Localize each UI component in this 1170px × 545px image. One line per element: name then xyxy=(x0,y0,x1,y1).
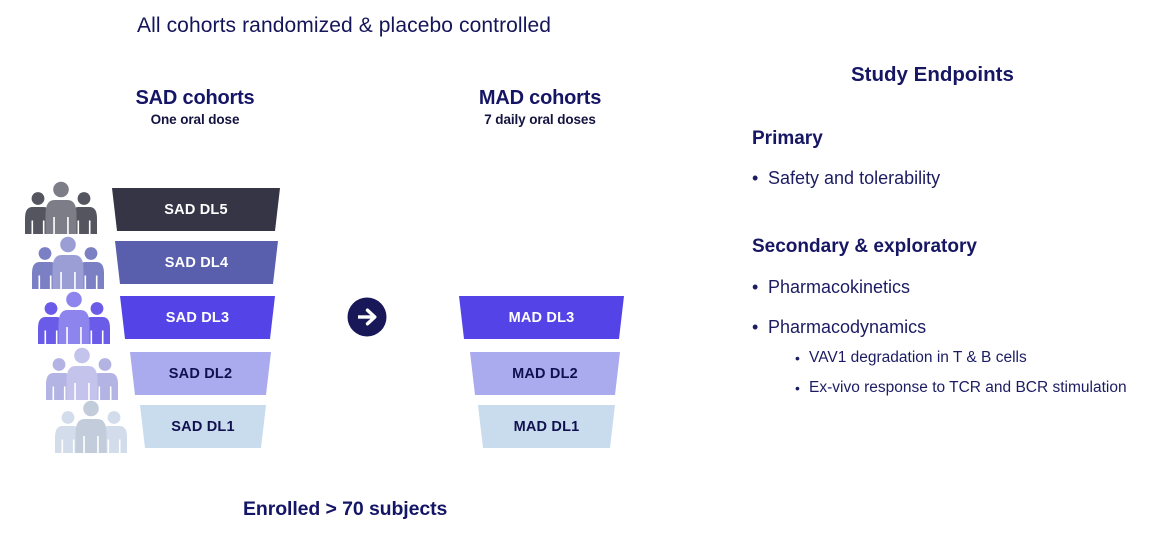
list-item-exvivo-response: • Ex-vivo response to TCR and BCR stimul… xyxy=(795,378,1140,398)
bar-label: MAD DL3 xyxy=(508,309,575,326)
list-item-label: Pharmacokinetics xyxy=(768,277,911,297)
bar-label: MAD DL2 xyxy=(512,365,578,382)
mad-bar-mad-dl3: MAD DL3 xyxy=(459,296,624,339)
sad-column-subtitle: One oral dose xyxy=(150,112,240,127)
list-item-label: VAV1 degradation in T & B cells xyxy=(809,349,1027,366)
sad-bar-sad-dl3: SAD DL3 xyxy=(120,296,275,339)
people-group-icon-dl5 xyxy=(22,178,100,236)
mad-column-subtitle: 7 daily oral doses xyxy=(484,112,596,127)
bullet-icon: • xyxy=(752,277,759,297)
bullet-icon: • xyxy=(795,350,800,366)
sad-bar-sad-dl2: SAD DL2 xyxy=(130,352,271,395)
bullet-icon: • xyxy=(752,168,759,188)
list-item-pharmacokinetics: • Pharmacokinetics xyxy=(752,276,910,299)
sad-column-title: SAD cohorts xyxy=(135,87,255,109)
secondary-endpoints-heading: Secondary & exploratory xyxy=(752,236,977,257)
bar-label: SAD DL2 xyxy=(168,365,233,382)
mad-bar-mad-dl2: MAD DL2 xyxy=(470,352,620,395)
list-item-label: Safety and tolerability xyxy=(768,168,941,188)
bar-label: SAD DL5 xyxy=(164,201,228,218)
list-item-label: Ex-vivo response to TCR and BCR stimulat… xyxy=(809,379,1127,396)
bar-label: SAD DL1 xyxy=(171,418,235,435)
mad-bar-mad-dl1: MAD DL1 xyxy=(478,405,615,448)
list-item-pharmacodynamics: • Pharmacodynamics xyxy=(752,316,926,339)
bullet-icon: • xyxy=(795,380,800,396)
people-group-icon-dl4 xyxy=(29,233,107,291)
sad-column-header: SAD cohorts One oral dose xyxy=(105,86,285,129)
bullet-icon: • xyxy=(752,317,759,337)
bar-label: MAD DL1 xyxy=(513,418,580,435)
study-endpoints-title: Study Endpoints xyxy=(851,63,1014,86)
page-title: All cohorts randomized & placebo control… xyxy=(137,14,552,37)
mad-column-title: MAD cohorts xyxy=(478,87,602,109)
people-group-icon-dl3 xyxy=(35,288,113,346)
arrow-right-circle-icon xyxy=(347,297,387,337)
primary-endpoints-heading: Primary xyxy=(752,128,823,149)
sad-bar-sad-dl1: SAD DL1 xyxy=(140,405,266,448)
bar-label: SAD DL4 xyxy=(164,254,229,271)
list-item-safety-tolerability: • Safety and tolerability xyxy=(752,167,940,190)
people-group-icon-dl1 xyxy=(52,397,130,455)
people-group-icon-dl2 xyxy=(43,344,121,402)
enrolled-subjects-note: Enrolled > 70 subjects xyxy=(243,498,448,520)
list-item-label: Pharmacodynamics xyxy=(768,317,927,337)
bar-label: SAD DL3 xyxy=(165,309,230,326)
sad-bar-sad-dl5: SAD DL5 xyxy=(112,188,280,231)
mad-column-header: MAD cohorts 7 daily oral doses xyxy=(450,86,630,129)
sad-bar-sad-dl4: SAD DL4 xyxy=(115,241,278,284)
list-item-vav1-degradation: • VAV1 degradation in T & B cells xyxy=(795,348,1145,368)
